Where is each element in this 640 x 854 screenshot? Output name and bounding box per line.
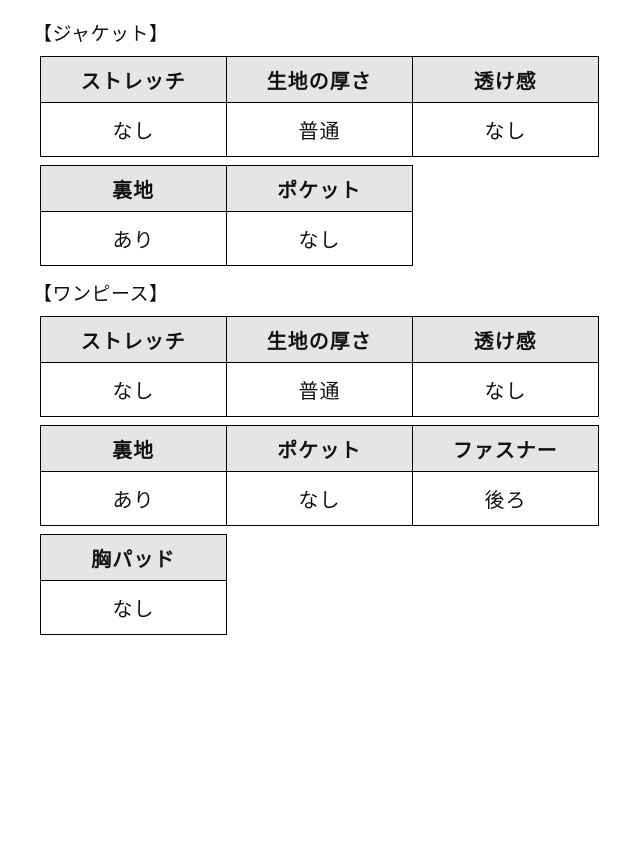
- spec-header-cell: 裏地: [41, 426, 227, 472]
- spec-header-row: 裏地ポケット: [41, 166, 413, 212]
- section-title: 【ワンピース】: [33, 284, 169, 305]
- spec-header-cell: ストレッチ: [41, 57, 227, 103]
- spec-table: 裏地ポケットファスナーありなし後ろ: [40, 425, 599, 526]
- spec-header-cell: ファスナー: [413, 426, 599, 472]
- spec-value-cell: なし: [41, 362, 227, 417]
- spec-header-cell: 裏地: [41, 166, 227, 212]
- spec-value-cell: なし: [413, 102, 599, 157]
- spec-header-cell: 生地の厚さ: [227, 317, 413, 363]
- spec-value-cell: なし: [227, 471, 413, 526]
- section-title: 【ジャケット】: [33, 24, 169, 45]
- spec-page: 【ジャケット】ストレッチ生地の厚さ透け感なし普通なし裏地ポケットありなし【ワンピ…: [0, 24, 640, 635]
- spec-section: 【ワンピース】ストレッチ生地の厚さ透け感なし普通なし裏地ポケットファスナーありな…: [0, 284, 640, 635]
- spec-header-row: ストレッチ生地の厚さ透け感: [41, 317, 599, 363]
- spec-header-cell: ポケット: [227, 426, 413, 472]
- spec-value-row: ありなし後ろ: [41, 471, 599, 526]
- spec-value-cell: 後ろ: [413, 471, 599, 526]
- spec-value-cell: あり: [41, 471, 227, 526]
- spec-table: 裏地ポケットありなし: [40, 165, 413, 266]
- spec-value-cell: 普通: [227, 362, 413, 417]
- spec-value-cell: なし: [41, 102, 227, 157]
- spec-value-row: なし: [41, 580, 227, 635]
- spec-header-row: 胸パッド: [41, 535, 227, 581]
- spec-table: ストレッチ生地の厚さ透け感なし普通なし: [40, 316, 599, 417]
- spec-value-cell: なし: [41, 580, 227, 635]
- spec-value-cell: あり: [41, 211, 227, 266]
- spec-header-row: 裏地ポケットファスナー: [41, 426, 599, 472]
- spec-table: 胸パッドなし: [40, 534, 227, 635]
- spec-header-cell: 生地の厚さ: [227, 57, 413, 103]
- spec-value-row: なし普通なし: [41, 102, 599, 157]
- spec-value-row: ありなし: [41, 211, 413, 266]
- spec-section: 【ジャケット】ストレッチ生地の厚さ透け感なし普通なし裏地ポケットありなし: [0, 24, 640, 266]
- spec-header-cell: ストレッチ: [41, 317, 227, 363]
- spec-header-cell: 透け感: [413, 57, 599, 103]
- spec-table: ストレッチ生地の厚さ透け感なし普通なし: [40, 56, 599, 157]
- spec-header-row: ストレッチ生地の厚さ透け感: [41, 57, 599, 103]
- spec-header-cell: 胸パッド: [41, 535, 227, 581]
- spec-value-cell: なし: [413, 362, 599, 417]
- spec-header-cell: 透け感: [413, 317, 599, 363]
- spec-value-row: なし普通なし: [41, 362, 599, 417]
- spec-header-cell: ポケット: [227, 166, 413, 212]
- spec-value-cell: 普通: [227, 102, 413, 157]
- spec-value-cell: なし: [227, 211, 413, 266]
